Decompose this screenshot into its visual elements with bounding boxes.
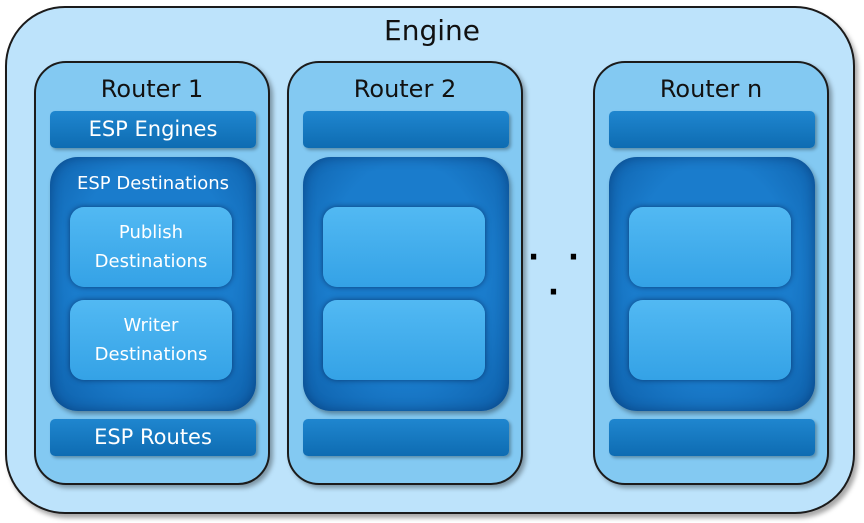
- router-title: Router 2: [353, 75, 457, 103]
- esp-engines-bar: ESP Engines: [50, 111, 256, 148]
- routes-bar: [609, 419, 815, 456]
- writer-destinations-box: Writer Destinations: [70, 300, 232, 380]
- ellipsis: · · ·: [527, 240, 589, 310]
- publish-destinations-box: [323, 207, 485, 287]
- publish-destinations-box: [629, 207, 791, 287]
- router-2: Router 2: [287, 61, 523, 485]
- writer-destinations-box: [629, 300, 791, 380]
- esp-routes-bar: ESP Routes: [50, 419, 256, 456]
- router-n: Router n: [593, 61, 829, 485]
- router-title: Router n: [659, 75, 763, 103]
- routes-bar: [303, 419, 509, 456]
- destinations-box: [303, 157, 509, 411]
- engines-bar: [609, 111, 815, 148]
- destinations-box: [609, 157, 815, 411]
- engines-bar: [303, 111, 509, 148]
- esp-destinations-title: ESP Destinations: [76, 173, 230, 194]
- router-title: Router 1: [100, 75, 204, 103]
- writer-destinations-box: [323, 300, 485, 380]
- publish-destinations-box: Publish Destinations: [70, 207, 232, 287]
- esp-destinations-box: ESP Destinations Publish Destinations Wr…: [50, 157, 256, 411]
- engine-title: Engine: [384, 14, 480, 47]
- router-1: Router 1 ESP Engines ESP Destinations Pu…: [34, 61, 270, 485]
